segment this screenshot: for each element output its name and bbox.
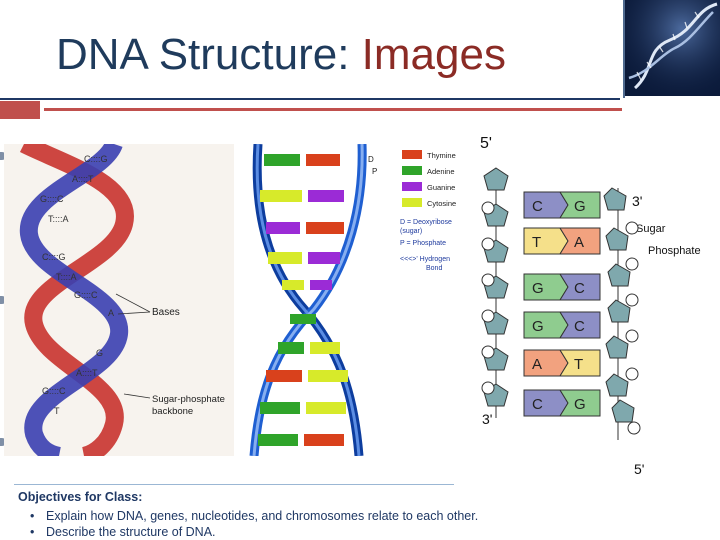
base-pair-label: C::::G: [42, 252, 66, 262]
legend-swatch: [402, 182, 422, 191]
side-marker: [0, 296, 6, 304]
base-pair-label: T::::A: [56, 272, 77, 282]
base-pairs: C G T A G C G C A T C G: [523, 191, 601, 417]
base-left-G: [523, 273, 569, 301]
label-5prime-bottom: 5': [634, 461, 644, 477]
title-main: DNA Structure:: [56, 30, 362, 79]
label-3prime-top: 3': [632, 193, 642, 209]
base-letter: G: [532, 280, 544, 297]
legend-swatch: [402, 198, 422, 207]
legend-note: Bond: [426, 265, 442, 272]
legend: Thymine Adenine Guanine Cytosine D = Deo…: [400, 150, 456, 272]
label-p: P: [372, 167, 377, 176]
base-right-A: [559, 227, 601, 255]
base-pair-label: C::::G: [84, 154, 108, 164]
dna-corner-image: [625, 0, 720, 96]
bullet: •: [30, 525, 35, 539]
objectives-rule: [14, 484, 454, 485]
base-pair-ladder-diagram: 5' 3' Sugar Phosphate 3' 5': [474, 128, 720, 480]
base-left-C: [523, 389, 569, 417]
accent-line: [44, 108, 622, 111]
objective-text: Describe the structure of DNA.: [46, 525, 216, 539]
base-letter: A: [532, 356, 542, 373]
base-letter: C: [574, 318, 585, 335]
base-letter: G: [574, 396, 586, 413]
base-pair-label: T::::A: [48, 214, 69, 224]
base-letter: G: [532, 318, 544, 335]
label-5prime-top: 5': [480, 135, 492, 152]
title-accent: Images: [361, 30, 506, 79]
base-letter: G: [574, 198, 586, 215]
base-pair-label: A::::T: [72, 174, 94, 184]
objective-item: • Describe the structure of DNA.: [30, 524, 478, 540]
base-left-T: [523, 227, 569, 255]
label-3prime-bottom: 3': [482, 411, 492, 427]
base-pair-label: A::::T: [76, 368, 98, 378]
label-phosphate: Phosphate: [648, 245, 701, 257]
side-marker: [0, 152, 6, 160]
base-right-C: [559, 311, 601, 339]
base-right-T: [559, 349, 601, 377]
base-letter: C: [532, 396, 543, 413]
base-pair-label: T: [54, 406, 60, 416]
base-pair-label: G: [96, 348, 103, 358]
title-underline: [0, 98, 620, 100]
base-right-G: [559, 191, 601, 219]
base-left-A: [523, 349, 569, 377]
legend-note: P = Phosphate: [400, 240, 446, 247]
objectives-list: • Explain how DNA, genes, nucleotides, an…: [30, 508, 478, 540]
base-letter: T: [574, 356, 583, 373]
base-letter: A: [574, 234, 584, 251]
double-helix-diagram: C::::G A::::T G::::C T::::A C::::G T::::…: [4, 144, 234, 456]
backbone-label-1: Sugar-phosphate: [152, 394, 225, 405]
legend-label: Adenine: [427, 167, 455, 176]
base-pair-label: G::::C: [74, 290, 98, 300]
base-pair-label: A: [108, 308, 114, 318]
objective-text: Explain how DNA, genes, nucleotides, and…: [46, 509, 479, 523]
legend-swatch: [402, 166, 422, 175]
objective-item: • Explain how DNA, genes, nucleotides, an…: [30, 508, 478, 524]
legend-note: (sugar): [400, 228, 422, 235]
base-letter: T: [532, 234, 541, 251]
bases-label: Bases: [152, 307, 180, 318]
base-pair-label: G::::C: [40, 194, 64, 204]
bullet: •: [30, 509, 35, 523]
base-left-C: [523, 191, 569, 219]
base-right-C: [559, 273, 601, 301]
base-right-G: [559, 389, 601, 417]
base-pair-label: G::::C: [42, 386, 66, 396]
backbone-label-2: backbone: [152, 406, 193, 417]
legend-note: <<<>' Hydrogen: [400, 256, 450, 263]
legend-label: Thymine: [427, 151, 456, 160]
objectives-heading: Objectives for Class:: [18, 490, 143, 504]
legend-label: Cytosine: [427, 199, 456, 208]
side-marker: [0, 438, 6, 446]
legend-note: D = Deoxyribose: [400, 219, 452, 226]
base-letter: C: [574, 280, 585, 297]
base-left-G: [523, 311, 569, 339]
legend-label: Guanine: [427, 183, 455, 192]
accent-block: [0, 101, 40, 119]
label-sugar: Sugar: [636, 223, 666, 235]
title-divider-vertical: [623, 0, 625, 98]
slide-title: DNA Structure: Images: [56, 30, 506, 80]
legend-swatch: [402, 150, 422, 159]
label-d: D: [368, 155, 374, 164]
nucleotide-ladder-diagram: D P Thymine Adenine Guanine Cytosine D =…: [234, 144, 474, 456]
base-letter: C: [532, 198, 543, 215]
